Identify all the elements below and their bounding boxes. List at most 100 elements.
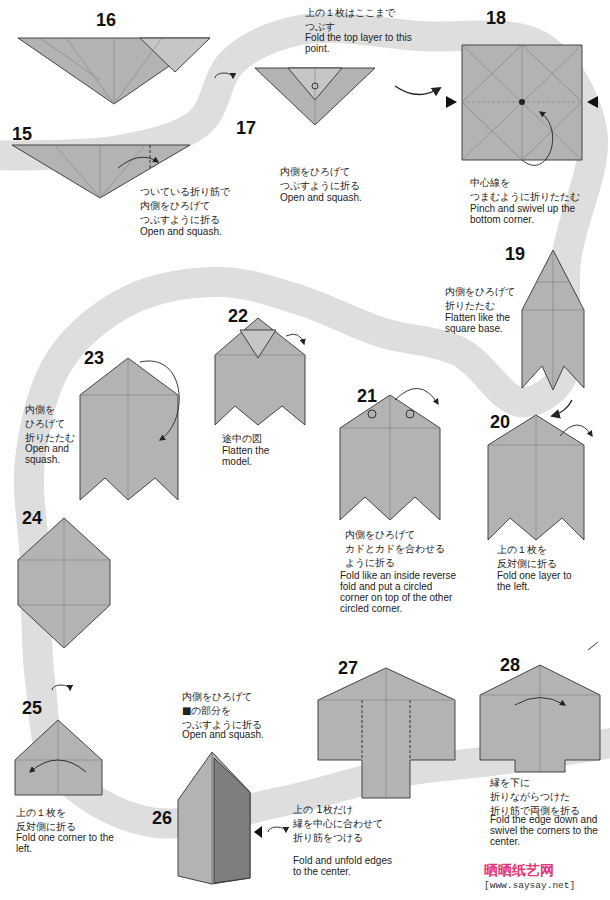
instruction-en: Fold and unfold edges to the center.	[293, 855, 393, 877]
origami-figure	[368, 410, 376, 418]
instruction-ja: ついている折り筋で 内側をひろげて つぶすように折る	[140, 185, 230, 227]
origami-figure	[519, 99, 525, 105]
origami-figure	[410, 700, 411, 760]
origami-figure	[100, 145, 101, 198]
instruction-en: Pinch and swivel up the bottom corner.	[470, 203, 590, 225]
instruction-en: Fold like an inside reverse fold and put…	[340, 570, 460, 614]
step-number: 25	[22, 698, 42, 719]
origami-figure	[315, 68, 316, 125]
origami-figure	[18, 518, 110, 648]
origami-figure	[395, 388, 438, 404]
origami-figure	[40, 38, 100, 80]
instruction-ja: 内側をひろげて つぶすように折る	[280, 165, 360, 193]
origami-figure	[340, 388, 440, 520]
origami-figure	[150, 145, 151, 168]
step-number: 22	[228, 306, 248, 327]
step-number: 16	[96, 10, 116, 31]
origami-figure	[58, 720, 59, 795]
origami-figure	[312, 83, 318, 89]
origami-figure	[114, 38, 115, 104]
origami-figure	[522, 250, 584, 390]
step-number: 28	[500, 655, 520, 676]
instruction-en: Flatten the model.	[222, 445, 294, 467]
origami-figure	[15, 720, 102, 795]
origami-figure	[80, 358, 178, 500]
turn-over-symbol	[52, 685, 70, 690]
instruction-en: Open and squash.	[280, 192, 380, 203]
origami-figure	[254, 826, 262, 838]
origami-figure	[480, 642, 600, 772]
origami-figure	[140, 38, 210, 72]
origami-figure	[480, 695, 600, 696]
origami-figure	[64, 518, 65, 648]
origami-figure	[588, 642, 598, 650]
step-arrow	[552, 400, 572, 416]
origami-figure	[553, 250, 554, 390]
turn-over-symbol	[268, 827, 286, 832]
instruction-en: Fold the edge down and swivel the corner…	[490, 814, 605, 847]
instruction-ja: 内側をひろげて ■の部分を つぶすように折る	[182, 690, 262, 732]
origami-figure	[560, 425, 592, 436]
origami-figure	[30, 760, 86, 772]
origami-figure	[240, 330, 276, 358]
origami-figure	[390, 395, 391, 520]
instruction-ja: 上の１枚はここまで つぶす	[305, 6, 395, 34]
step-number: 18	[486, 8, 506, 29]
origami-figure	[587, 96, 598, 108]
origami-figure	[318, 668, 455, 798]
origami-figure	[522, 250, 584, 390]
origami-figure	[214, 758, 250, 883]
instruction-ja: 上の 1枚だけ 縁を中心に合わせて 折り筋をつける	[293, 803, 383, 845]
origami-figure	[55, 145, 100, 198]
turn-over-symbol	[52, 685, 70, 690]
origami-figure	[536, 415, 537, 540]
step-number: 26	[152, 808, 172, 829]
instruction-ja: 途中の図	[222, 432, 262, 446]
path-band	[0, 28, 610, 824]
origami-figure	[18, 38, 210, 104]
origami-figure	[255, 68, 375, 125]
instruction-ja: 上の１枚を 反対側に折る	[497, 543, 557, 571]
origami-figure	[255, 68, 375, 125]
step-number: 19	[505, 244, 525, 265]
instruction-ja: 縁を下に 折りながらつけた 折り筋で両側を折る	[490, 776, 580, 818]
origami-figure	[18, 518, 110, 648]
turn-over-symbol	[215, 73, 233, 78]
instruction-ja: 上の１枚を 反対側に折る	[16, 806, 76, 834]
origami-figure	[446, 96, 457, 108]
path-band	[0, 28, 610, 824]
step-arrow	[395, 86, 440, 95]
origami-figure	[215, 318, 305, 425]
step-number: 20	[490, 412, 510, 433]
origami-figure	[18, 605, 110, 606]
origami-figure	[462, 45, 582, 160]
origami-figure	[488, 415, 592, 540]
origami-figure	[406, 410, 414, 418]
origami-figure	[178, 752, 250, 884]
instruction-ja: 中心線を つまむように折りたたむ	[470, 176, 580, 204]
instruction-en: Fold one corner to the left.	[16, 832, 126, 854]
origami-figure	[488, 415, 584, 540]
instruction-ja: 内側をひろげて 折りたたむ	[445, 285, 515, 313]
origami-diagram	[12, 38, 600, 884]
origami-figure	[537, 282, 569, 283]
origami-figure	[462, 45, 582, 160]
step-number: 21	[357, 386, 377, 407]
step-arrow	[395, 86, 440, 95]
instruction-ja: 内側を ひろげて 折りたたむ	[25, 403, 75, 445]
origami-figure	[215, 355, 305, 356]
step-number: 23	[84, 348, 104, 369]
origami-figure	[286, 334, 304, 344]
origami-figure	[140, 361, 179, 440]
origami-figure	[15, 720, 102, 795]
origami-figure	[462, 45, 582, 160]
origami-figure	[212, 752, 213, 884]
instruction-ja: 内側をひろげて カドとカドを合わせる ように折る	[345, 528, 445, 570]
instruction-en: Fold the top layer to this point.	[305, 32, 425, 54]
origami-figure	[522, 310, 584, 311]
origami-figure	[462, 45, 582, 160]
origami-figure	[114, 38, 162, 104]
origami-figure	[446, 45, 598, 165]
origami-figure	[318, 700, 455, 701]
